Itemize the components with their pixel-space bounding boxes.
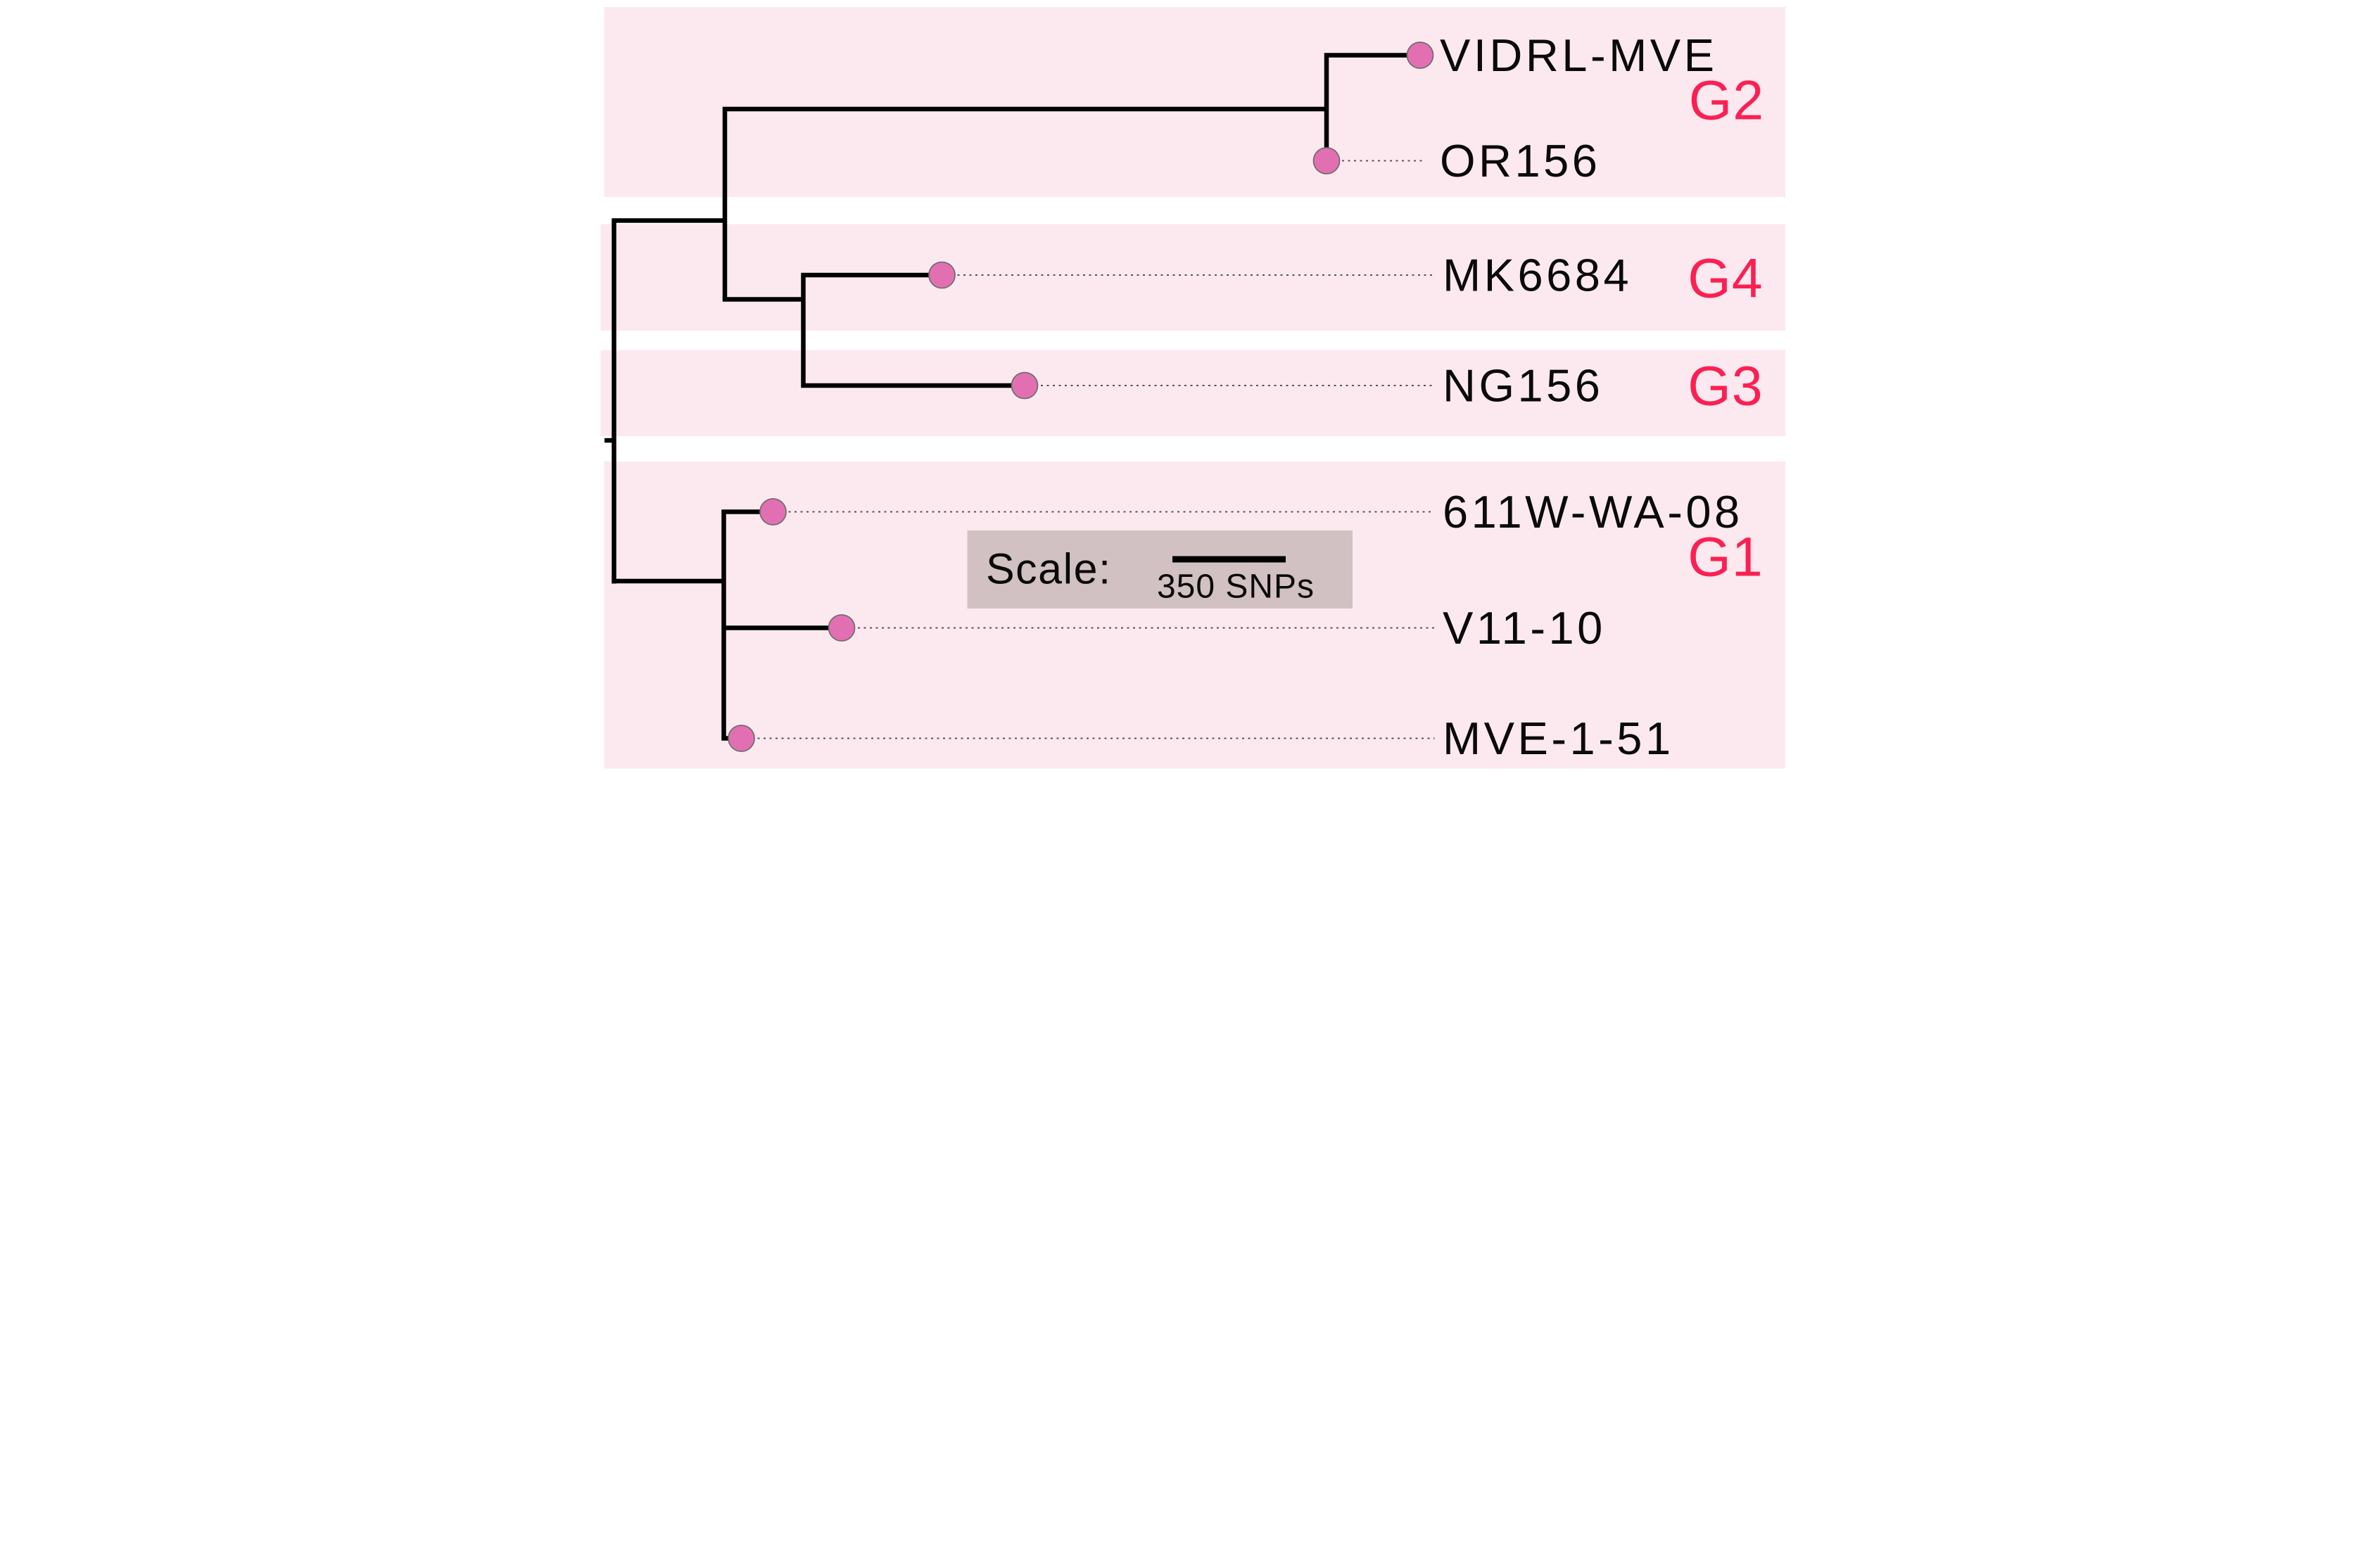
scale-legend-box [967,530,1353,609]
genotype-bands-layer [600,7,1785,769]
scale-title: Scale: [986,545,1112,593]
group-label-g4: G4 [1688,247,1763,310]
tip-label-or156: OR156 [1440,135,1600,186]
scale-bar-label: 350 SNPs [1156,568,1314,606]
tip-label-ng156: NG156 [1443,360,1603,412]
tip-nodes-layer [727,42,1433,752]
tip-node-v11-10[interactable] [828,614,855,642]
tip-node-vidrl-mve[interactable] [1406,42,1433,69]
tip-node-611w-wa-08[interactable] [759,498,787,526]
band-g4 [600,224,1785,331]
tree-branches-layer [604,53,1408,741]
tip-label-mve-1-51: MVE-1-51 [1443,713,1674,764]
group-label-g2: G2 [1688,69,1764,132]
tip-label-mk6684: MK6684 [1443,250,1632,301]
tip-label-vidrl-mve: VIDRL-MVE [1440,30,1717,81]
band-g1 [604,461,1785,769]
tip-label-611w-wa-08: 611W-WA-08 [1443,486,1743,537]
tip-node-mve-1-51[interactable] [727,725,755,752]
tip-node-mk6684[interactable] [928,261,956,289]
band-g2 [604,7,1785,197]
band-g3 [600,350,1785,436]
tip-node-ng156[interactable] [1011,371,1038,400]
tip-node-or156[interactable] [1312,147,1340,174]
tip-label-v11-10: V11-10 [1443,602,1606,654]
group-label-g1: G1 [1688,526,1763,588]
scale-legend-layer: Scale: 350 SNPs [967,530,1353,609]
dotted-leaders-layer [757,160,1434,739]
group-label-g3: G3 [1688,355,1763,417]
